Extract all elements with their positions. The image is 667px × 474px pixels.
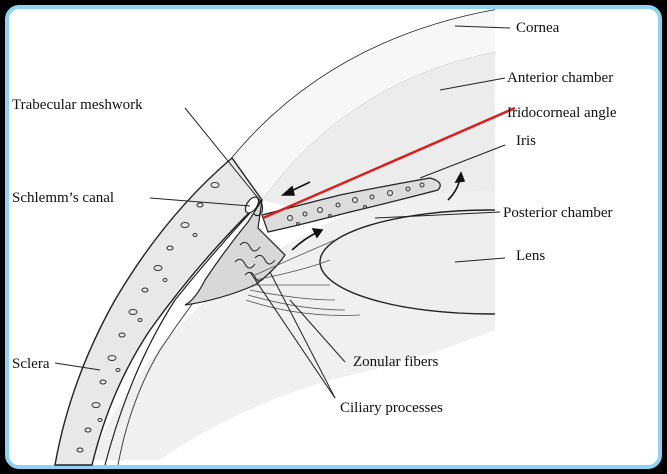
lens-shape	[319, 209, 495, 315]
iris-texture	[287, 182, 425, 226]
ciliary-processes-texture	[234, 241, 276, 282]
choroid-layer	[104, 199, 263, 466]
label-cornea: Cornea	[516, 20, 560, 36]
sclera-band	[54, 156, 263, 466]
anterior-chamber-region	[262, 52, 495, 210]
label-sclera: Sclera	[12, 356, 50, 372]
aqueous-flow-arrows	[280, 171, 466, 251]
label-lens: Lens	[516, 248, 546, 264]
label-iris: Iris	[516, 133, 536, 149]
label-trabecular-meshwork: Trabecular meshwork	[12, 97, 143, 113]
cornea-region	[232, 10, 495, 200]
leader-lines	[54, 25, 511, 399]
sclera-texture	[76, 182, 220, 453]
label-ciliary-processes: Ciliary processes	[340, 400, 443, 416]
label-schlemms-canal: Schlemm’s canal	[12, 190, 115, 206]
iris-shape	[261, 177, 441, 233]
label-iridocorneal-angle: Iridocorneal angle	[507, 105, 617, 121]
label-anterior-chamber: Anterior chamber	[507, 70, 614, 86]
iridocorneal-angle-line	[262, 106, 516, 220]
label-posterior-chamber: Posterior chamber	[503, 205, 613, 221]
label-zonular-fibers: Zonular fibers	[353, 354, 439, 370]
